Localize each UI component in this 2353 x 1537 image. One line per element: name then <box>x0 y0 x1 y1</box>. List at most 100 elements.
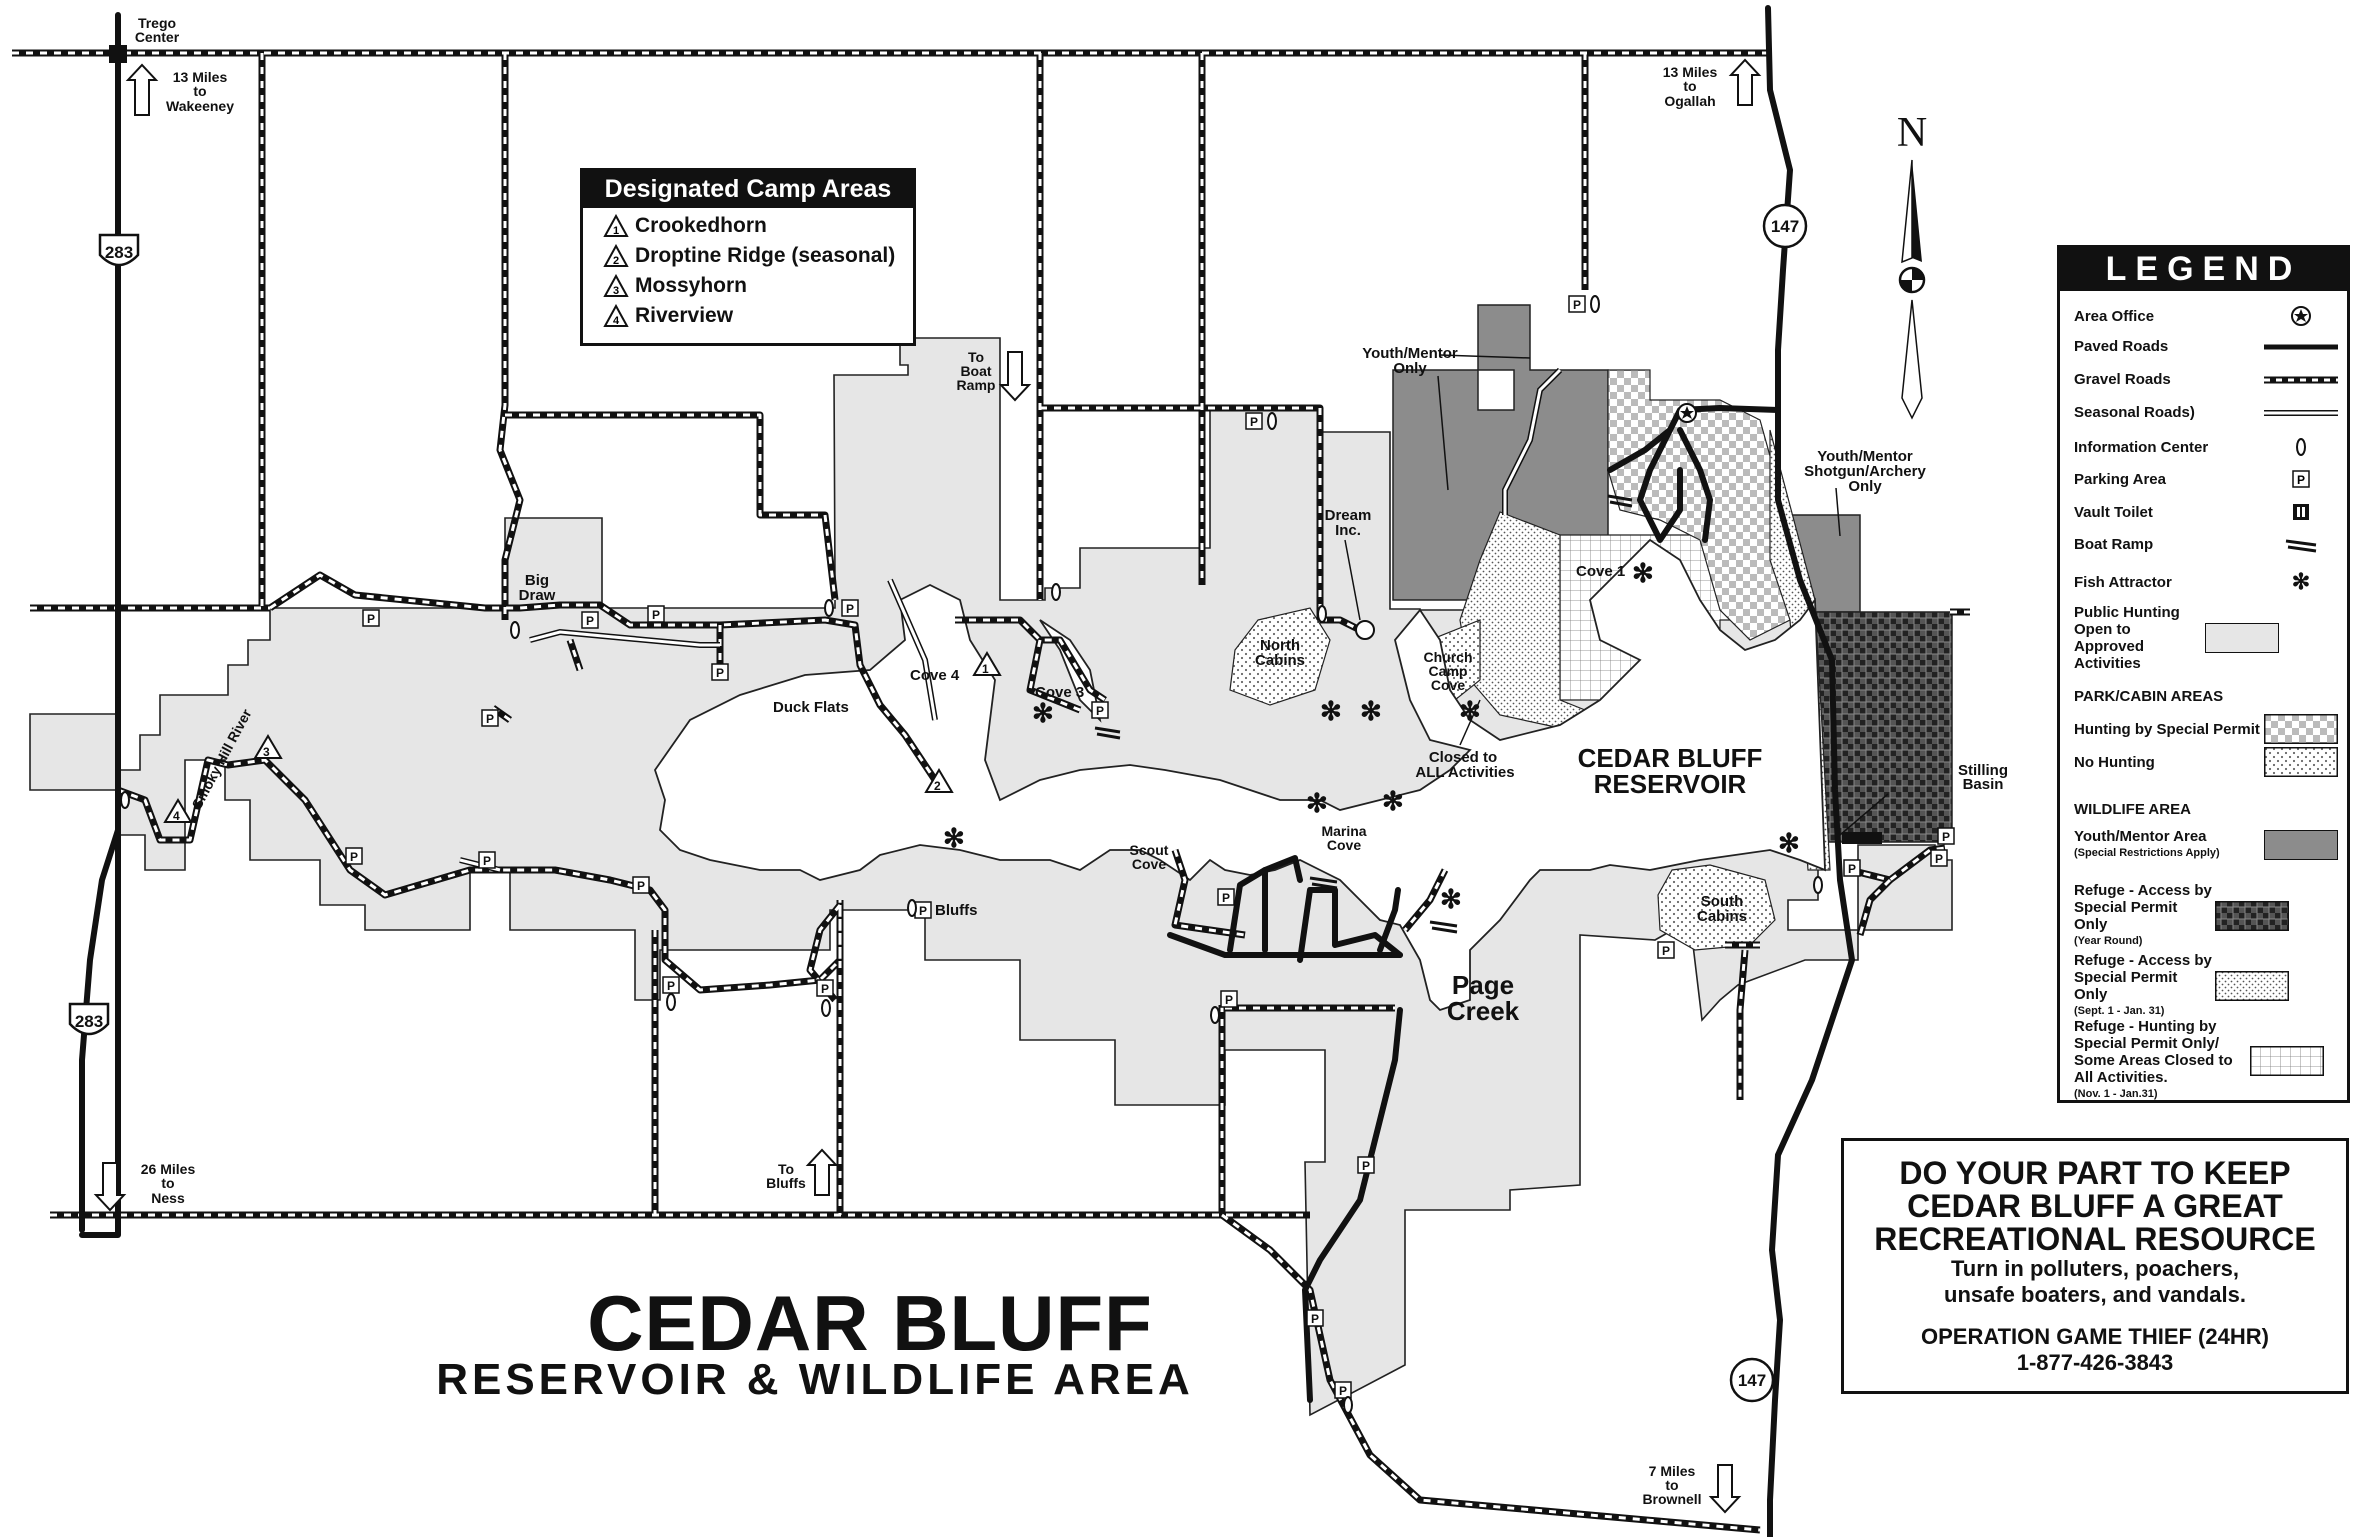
svg-text:P: P <box>1362 1159 1370 1173</box>
camp-item-label: Riverview <box>635 304 734 327</box>
camp-item-label: Crookedhorn <box>635 214 767 237</box>
highway-shields: 283 283 147 147 <box>68 203 1808 1403</box>
svg-text:P: P <box>652 608 660 622</box>
notice-line6: OPERATION GAME THIEF (24HR) <box>1921 1324 2269 1349</box>
camp-markers: 1 2 3 4 <box>163 651 1002 823</box>
parking-icon: P <box>1217 888 1235 906</box>
svg-text:✻: ✻ <box>943 823 965 853</box>
svg-text:P: P <box>1339 1384 1347 1398</box>
svg-text:147: 147 <box>1771 217 1799 236</box>
map-title: CEDAR BLUFF <box>587 1279 1153 1367</box>
notice-line7: 1-877-426-3843 <box>2016 1350 2174 1375</box>
svg-text:✻: ✻ <box>1382 786 1404 816</box>
notice-line5: unsafe boaters, and vandals. <box>1944 1282 2246 1307</box>
parking-icon: P <box>1930 849 1948 867</box>
notice-line2: CEDAR BLUFF A GREAT <box>1907 1188 2283 1224</box>
checker-swatch <box>2264 714 2338 744</box>
dark-checker-swatch <box>2215 901 2289 931</box>
parking-icon: P <box>478 851 496 869</box>
info-icon <box>2263 437 2339 457</box>
stilling-basin-marker <box>1842 832 1882 844</box>
notice-panel: DO YOUR PART TO KEEP CEDAR BLUFF A GREAT… <box>1841 1138 2349 1394</box>
hwy-147-shield-south: 147 <box>1729 1357 1775 1403</box>
svg-text:P: P <box>1935 852 1943 866</box>
star-circle-icon <box>2263 305 2339 327</box>
svg-text:P: P <box>2297 473 2305 487</box>
camp-4-marker: 4 <box>163 798 193 823</box>
parking-icon: P <box>1245 412 1263 430</box>
legend-row-area-office: Area Office <box>2074 305 2339 327</box>
svg-text:283: 283 <box>105 243 133 262</box>
fish-attractors: ✻✻✻ ✻✻✻ ✻✻✻ ✻ <box>943 558 1800 914</box>
notice-line4: Turn in polluters, poachers, <box>1950 1256 2240 1281</box>
svg-text:P: P <box>1096 704 1104 718</box>
stipple-swatch <box>2264 747 2338 777</box>
svg-text:P: P <box>919 904 927 918</box>
hwy-283-shield-south: 283 <box>68 1002 110 1036</box>
legend-row-info: Information Center <box>2074 437 2339 457</box>
svg-text:P: P <box>1222 891 1230 905</box>
dark-gray-swatch <box>2264 830 2338 860</box>
svg-text:P: P <box>637 879 645 893</box>
leader-lines <box>1344 354 1889 836</box>
camp-triangle-icon: 4 <box>603 304 629 327</box>
parking-icon: P <box>345 847 363 865</box>
legend-panel: LEGEND Area Office Paved Roads Gravel Ro… <box>2057 245 2350 1103</box>
svg-text:3: 3 <box>613 285 619 297</box>
parking-icon: P <box>1357 1156 1375 1174</box>
parking-icon: P <box>1334 1381 1352 1399</box>
svg-text:P: P <box>1573 298 1581 312</box>
north-arrow: N <box>1897 110 1927 420</box>
svg-text:1: 1 <box>982 662 989 676</box>
legend-row-refuge-sept: Refuge - Access by Special Permit Only(S… <box>2074 952 2339 1020</box>
svg-text:P: P <box>483 854 491 868</box>
paved-road-symbol <box>2263 342 2339 352</box>
legend-row-toilet: Vault Toilet <box>2074 503 2339 521</box>
boat-ramp-icon <box>2263 537 2339 553</box>
legend-title: LEGEND <box>2060 248 2347 291</box>
svg-text:147: 147 <box>1738 1371 1766 1390</box>
svg-text:4: 4 <box>613 315 620 327</box>
svg-text:P: P <box>486 712 494 726</box>
svg-text:1: 1 <box>613 225 619 237</box>
svg-text:4: 4 <box>173 809 180 823</box>
svg-text:P: P <box>667 979 675 993</box>
grid-swatch <box>2250 1045 2324 1076</box>
camp-1-marker: 1 <box>972 651 1002 676</box>
parking-icon: P <box>1220 990 1238 1008</box>
svg-text:✻: ✻ <box>1032 698 1054 728</box>
legend-row-no-hunting: No Hunting <box>2074 747 2339 777</box>
legend-row-hunting-permit: Hunting by Special Permit <box>2074 714 2339 744</box>
camp-areas-title: Designated Camp Areas <box>583 171 913 208</box>
camp-item-1: 1 Crookedhorn <box>603 214 913 238</box>
direction-arrows <box>93 58 1762 1514</box>
parking-icon: P <box>2263 470 2339 488</box>
parking-icon: P <box>632 876 650 894</box>
legend-row-gravel: Gravel Roads <box>2074 371 2339 388</box>
svg-text:✻: ✻ <box>1778 828 1800 858</box>
label-cove3: Cove 3 <box>1035 684 1084 701</box>
legend-row-fish: Fish Attractor✻ <box>2074 569 2339 595</box>
hwy-283-shield-north: 283 <box>98 233 140 267</box>
svg-text:3: 3 <box>263 745 270 759</box>
svg-text:P: P <box>1311 1312 1319 1326</box>
refuge-dot-area <box>1459 511 1613 729</box>
svg-text:P: P <box>1942 830 1950 844</box>
legend-row-public-hunting: Public Hunting Open to Approved Activiti… <box>2074 604 2339 672</box>
camp-triangle-icon: 1 <box>603 214 629 237</box>
svg-text:P: P <box>367 612 375 626</box>
camp-triangle-icon: 3 <box>603 274 629 297</box>
gravel-road-symbol <box>2263 375 2339 385</box>
